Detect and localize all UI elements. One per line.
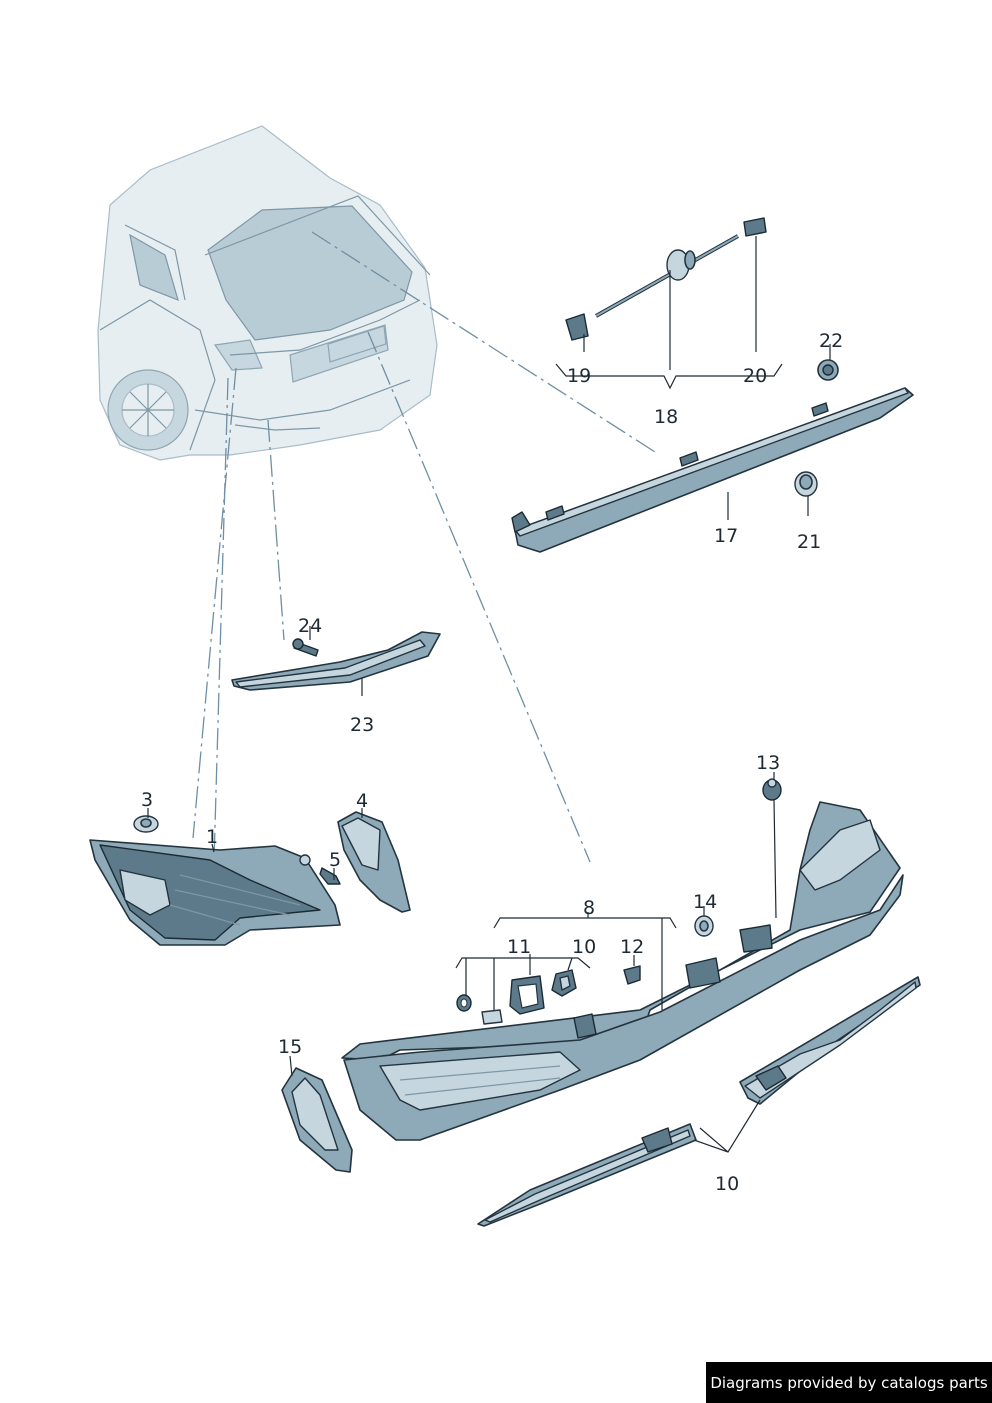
callout-11: 11	[507, 936, 531, 958]
callout-10-top: 10	[572, 936, 596, 958]
part-23-reflector-trim	[231, 631, 441, 691]
callout-leaders	[147, 236, 831, 1153]
part-22-grommet	[817, 359, 839, 381]
callout-19: 19	[567, 365, 591, 387]
callout-21: 21	[797, 531, 821, 553]
part-12-clip	[623, 965, 641, 985]
callout-1: 1	[206, 826, 218, 848]
callout-15: 15	[278, 1036, 302, 1058]
callout-5: 5	[329, 849, 341, 871]
leader-lines-dashed	[192, 231, 656, 931]
part-8-small-items	[456, 994, 503, 1025]
callout-12: 12	[620, 936, 644, 958]
part-3-nut	[133, 815, 159, 833]
callout-13: 13	[756, 752, 780, 774]
callout-4: 4	[356, 790, 368, 812]
callout-24: 24	[298, 615, 322, 637]
part-8-light-bar	[341, 801, 904, 1141]
callout-labels: 1 3 4 5 8 11 10 12 13 14 15 10 17 18 19 …	[141, 330, 843, 1195]
part-18-wiring-harness	[565, 217, 767, 341]
part-15-side-piece	[281, 1067, 353, 1173]
part-4-cover	[337, 811, 411, 913]
car-rear-view	[97, 125, 438, 461]
callout-8: 8	[583, 897, 595, 919]
callout-10-bottom: 10	[715, 1173, 739, 1195]
part-14-nut	[694, 915, 714, 937]
part-11-gasket	[509, 975, 545, 1015]
footer-credit: Diagrams provided by catalogs parts	[706, 1362, 992, 1403]
callout-20: 20	[743, 365, 767, 387]
part-1-tail-light	[89, 839, 341, 946]
callout-18: 18	[654, 406, 678, 428]
part-10-lower-trim	[477, 976, 921, 1227]
callout-14: 14	[693, 891, 717, 913]
part-17-brake-light	[511, 387, 914, 553]
callout-17: 17	[714, 525, 738, 547]
part-13-bolt	[762, 778, 782, 801]
part-10-seal	[551, 969, 577, 997]
callout-22: 22	[819, 330, 843, 352]
part-24-screw	[292, 638, 319, 657]
part-21-cap	[794, 471, 818, 497]
callout-3: 3	[141, 789, 153, 811]
callout-23: 23	[350, 714, 374, 736]
